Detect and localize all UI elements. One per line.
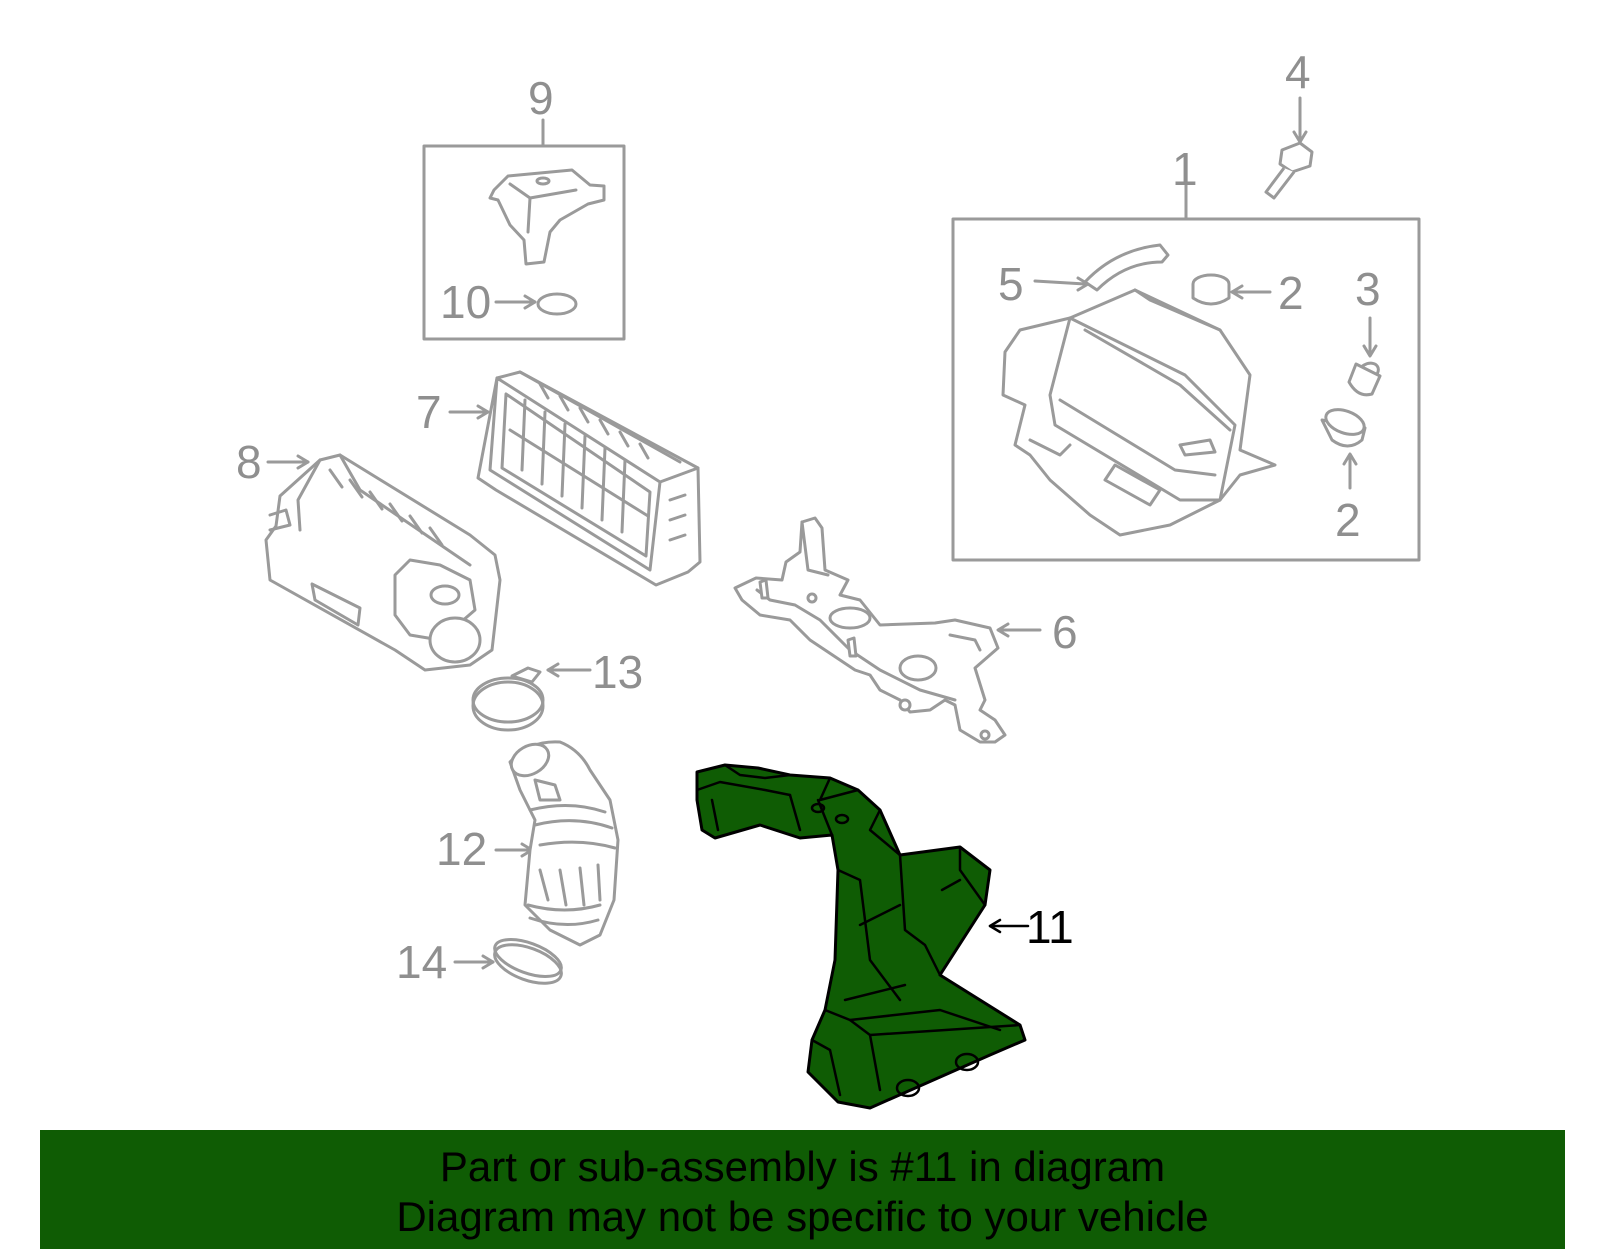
part-11-callout: 11	[988, 901, 1074, 953]
banner-line-1: Part or sub-assembly is #11 in diagram	[439, 1143, 1166, 1190]
part-5-label: 5	[998, 258, 1024, 310]
banner-line-2: Diagram may not be specific to your vehi…	[396, 1193, 1209, 1240]
part-14-clamp[interactable]: 14	[396, 932, 566, 991]
info-banner: Part or sub-assembly is #11 in diagram D…	[40, 1130, 1565, 1249]
part-8-upper-housing[interactable]: 8	[236, 436, 502, 672]
part-9-group[interactable]: 9 10	[422, 72, 626, 341]
part-12-hose[interactable]: 12	[436, 738, 620, 947]
part-9-label: 9	[528, 72, 554, 124]
part-2-label-top: 2	[1278, 267, 1304, 319]
part-2-grommet-top[interactable]	[1191, 273, 1231, 306]
part-5-hose[interactable]	[1083, 243, 1170, 292]
part-10-o-ring[interactable]	[536, 292, 578, 316]
part-3-label: 3	[1355, 263, 1381, 315]
part-9-sensor[interactable]	[488, 168, 606, 266]
part-2-label-bottom: 2	[1335, 494, 1361, 546]
part-7-label: 7	[416, 386, 442, 438]
part-2-grommet-bottom[interactable]	[1320, 405, 1368, 448]
air-cleaner-lower-housing[interactable]	[1001, 288, 1277, 537]
part-13-clamp[interactable]: 13	[471, 646, 643, 732]
part-3-cap[interactable]	[1347, 360, 1382, 397]
part-4-label: 4	[1285, 46, 1311, 98]
part-13-label: 13	[592, 646, 643, 698]
part-1-group[interactable]: 1 5 2 3	[951, 143, 1421, 562]
part-7-filter[interactable]: 7	[416, 370, 702, 587]
part-6-label: 6	[1052, 606, 1078, 658]
part-4-group[interactable]: 4	[1264, 46, 1314, 200]
part-6-bracket[interactable]: 6	[733, 516, 1078, 744]
part-8-label: 8	[236, 436, 262, 488]
part-14-label: 14	[396, 936, 447, 988]
part-11-label: 11	[1026, 901, 1074, 953]
part-11-duct[interactable]	[695, 763, 1027, 1110]
part-12-label: 12	[436, 823, 487, 875]
part-1-label: 1	[1172, 143, 1198, 195]
part-10-label: 10	[440, 276, 491, 328]
